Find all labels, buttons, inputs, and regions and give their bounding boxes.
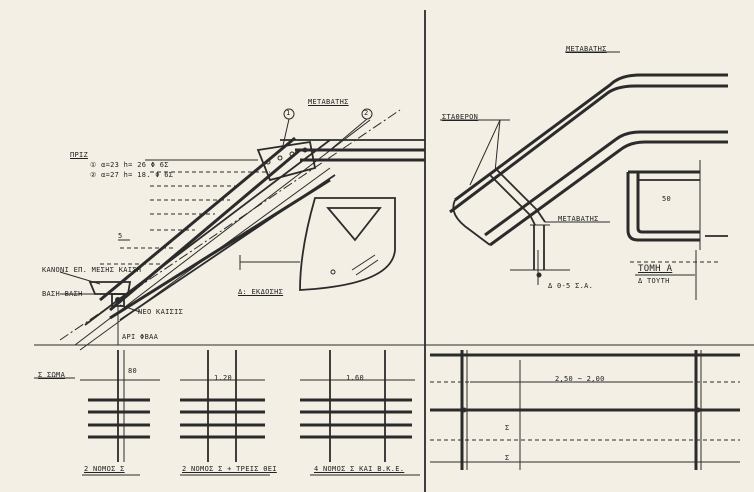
label-metavatis-right: ΜΕΤΑΒΑΤΗΣ xyxy=(566,45,607,53)
label-dim-s: Δ 0-5 Σ.Α. xyxy=(548,282,594,290)
label-dim-side2: Σ xyxy=(505,454,510,462)
rail-crossing-plan xyxy=(59,108,425,351)
label-spec-1: ① α=23 h= 26 Φ 6Σ xyxy=(90,161,169,169)
label-ekl: Δ: ΕΚΔΟΣΗΣ xyxy=(238,288,284,296)
caption-section-2: 2 ΝΟΜΟΣ Σ + ΤΡΕΙΣ ΘΕΙ xyxy=(182,465,277,473)
railing-section xyxy=(440,51,728,300)
caption-section-1: 2 ΝΟΜΟΣ Σ xyxy=(84,465,125,473)
label-dim-250: 2,50 ~ 2,00 xyxy=(555,375,605,383)
label-circle-1: 1 xyxy=(286,109,291,117)
label-dim-side: Σ xyxy=(505,424,510,432)
label-tomi-a-sub: Δ ΤΟΥΤΗ xyxy=(638,277,670,285)
label-stadeion: ΣΤΑΘΕΡΟΝ xyxy=(442,113,479,121)
label-dim-120: 1.20 xyxy=(214,374,233,382)
label-kanoni-2: ΒΑΣΗ ΒΑΣΗ xyxy=(42,290,83,298)
label-tomi-a: ΤΟΜΗ Α xyxy=(638,264,673,274)
label-spec-2: ② α=27 h= 18. Φ 6Σ xyxy=(90,171,174,179)
label-priz: ΠΡΙΖ xyxy=(70,151,89,159)
label-dim-160: 1.60 xyxy=(346,374,365,382)
label-dim-50: 50 xyxy=(662,195,672,203)
label-meta-lower: ΜΕΤΑΒΑΤΗΣ xyxy=(558,215,599,223)
label-circle-2: 2 xyxy=(364,109,369,117)
label-dim-5: 5 xyxy=(118,232,123,240)
caption-section-3: 4 ΝΟΜΟΣ Σ ΚΑΙ Β.Κ.Ε. xyxy=(314,465,405,473)
label-ari-vaa: ΑΡΙ ΦΒΑΑ xyxy=(122,333,159,341)
label-dim-80: 80 xyxy=(128,367,138,375)
label-metavatis-top: ΜΕΤΑΒΑΤΗΣ xyxy=(308,98,349,106)
label-kanoni: ΚΑΝΟΝΙ ΕΠ. ΜΕΣΗΣ ΚΑΙΣΗ xyxy=(42,266,142,274)
bottom-left-sections xyxy=(34,350,420,476)
label-neo-kaisis: ΝΕΟ ΚΑΙΣΙΣ xyxy=(138,308,184,316)
bottom-right-elevation xyxy=(430,350,740,470)
label-left-head: Σ ΣΩΜΑ xyxy=(38,371,66,379)
